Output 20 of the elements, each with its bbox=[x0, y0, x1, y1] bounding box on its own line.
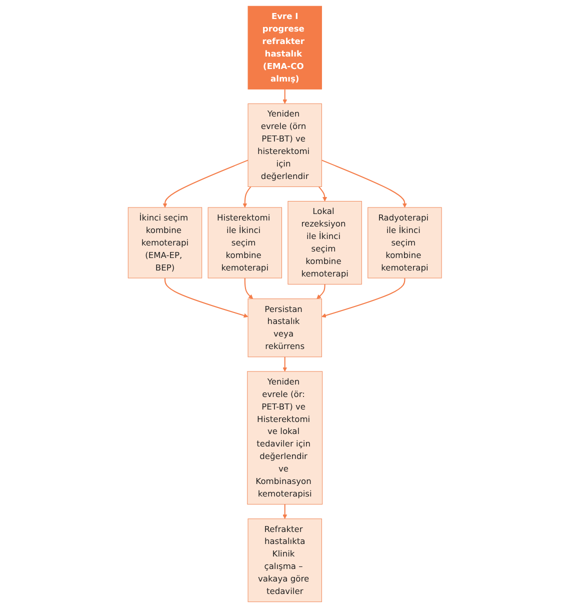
arrow bbox=[322, 160, 408, 208]
node-box: İkinci seçim kombine kemoterapi (EMA-EP, BEP) bbox=[128, 207, 202, 278]
arrow bbox=[318, 186, 328, 202]
node-box: Yeniden evrele (örn PET-BT) ve histerektomi için değerlendir bbox=[248, 103, 322, 187]
node-box: Histerektomi ile İkinci seçim kombine kemoterapi bbox=[208, 207, 282, 278]
arrow bbox=[322, 278, 406, 318]
arrow bbox=[316, 284, 326, 300]
node-box: Persistan hastalık veya rekürrens bbox=[248, 298, 322, 358]
node-box: Evre I progrese refrakter hastalık (EMA-CO almış) bbox=[248, 6, 322, 90]
node-box: Lokal rezeksiyon ile İkinci seçim kombine kemoterapi bbox=[288, 201, 362, 285]
arrow bbox=[164, 278, 248, 318]
arrow bbox=[282, 356, 288, 372]
node-box: Radyoterapi ile İkinci seçim kombine kemoterapi bbox=[368, 207, 442, 278]
arrow bbox=[282, 89, 288, 104]
arrow bbox=[282, 504, 288, 520]
node-box: Yeniden evrele (ör: PET-BT) ve Histerektomi ve lokal tedaviler için değerlendir ve Kombinasyon kemoterapisi bbox=[247, 371, 323, 505]
arrow bbox=[242, 186, 252, 208]
arrow bbox=[162, 160, 248, 208]
arrow bbox=[244, 278, 254, 300]
node-box: Refrakter hastalıkta Klinik çalışma – vakaya göre tedaviler bbox=[248, 518, 322, 602]
